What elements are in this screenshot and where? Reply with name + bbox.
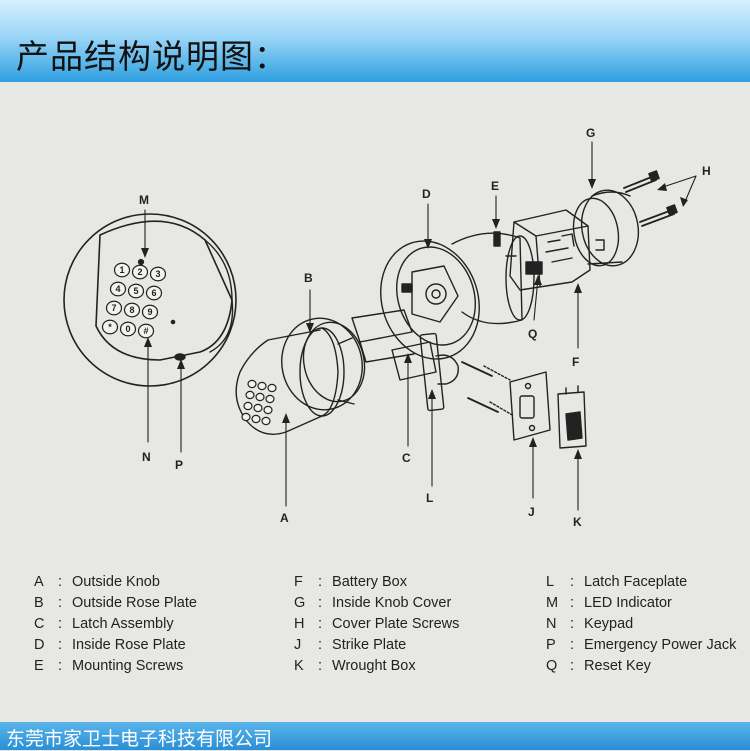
keypad-key [137,323,155,339]
legend-row: N: Keypad [546,616,634,632]
legend-row: Q: Reset Key [546,658,651,674]
diagram-paper [0,82,750,722]
legend-column-2: F: Battery Box G: Inside Knob Cover H: C… [294,572,459,677]
leader-lines [144,141,697,511]
legend-row: J: Strike Plate [294,637,407,653]
keypad-key [141,304,159,320]
keypad-key [253,403,263,413]
keypad-key-label: 0 [125,324,130,334]
keypad-key-label: 3 [155,269,160,279]
keypad-key-label: 2 [137,267,142,277]
keypad-key [123,302,141,318]
keypad-key-label: 9 [147,307,152,317]
battery-box [509,209,605,291]
parts-legend: A: Outside Knob B: Outside Rose Plate C:… [0,572,750,682]
keypad-key [109,281,127,297]
keypad-key-label: 8 [129,305,134,315]
callout-m: M [139,193,149,207]
keypad-key [243,401,253,411]
keypad-button-grid: 1 2 3 4 5 6 7 8 9 * 0 # [101,262,167,339]
keypad-key [241,412,251,422]
power-jack-hole [174,353,186,361]
keypad-key [105,300,123,316]
legend-row: L: Latch Faceplate [546,574,688,590]
keypad-key [255,392,265,402]
footer-banner: 东莞市家卫士电子科技有限公司 [0,722,750,750]
latch-assembly [391,332,459,412]
legend-row: G: Inside Knob Cover [294,595,452,611]
keypad-key [267,383,277,393]
legend-row: B: Outside Rose Plate [34,595,197,611]
keypad-key-label: * [108,322,112,332]
callout-n: N [142,450,151,464]
legend-row: D: Inside Rose Plate [34,637,186,653]
keypad-key-label: 1 [119,265,124,275]
wrought-box [557,385,587,449]
callout-a: A [280,511,289,525]
led-indicator-dot [137,258,145,266]
keypad-key-label: # [143,326,148,336]
page-title: 产品结构说明图： [16,37,288,76]
keypad-key [263,405,273,415]
inside-knob-cover [572,189,640,267]
keypad-closeup: 1 2 3 4 5 6 7 8 9 * 0 # [63,213,237,387]
callout-b: B [304,271,313,285]
legend-row: E: Mounting Screws [34,658,184,674]
legend-row: M: LED Indicator [546,595,672,611]
keypad-key [265,394,275,404]
keypad-key [131,264,149,280]
legend-column-1: A: Outside Knob B: Outside Rose Plate C:… [34,572,197,677]
keypad-key [247,379,257,389]
legend-column-3: L: Latch Faceplate M: LED Indicator N: K… [546,572,736,677]
outside-rose-plate [281,317,366,411]
inside-knob-body [451,232,535,325]
callout-e: E [491,179,499,193]
legend-row: P: Emergency Power Jack [546,637,737,653]
legend-row: C: Latch Assembly [34,616,174,632]
inside-rose-plate [380,240,480,360]
keypad-key [101,319,119,335]
callout-l: L [426,491,433,505]
callout-f: F [572,355,579,369]
legend-row: F: Battery Box [294,574,407,590]
keypad-key-label: 6 [151,288,156,298]
keypad-key [119,321,137,337]
callout-j: J [528,505,535,519]
keypad-key [261,416,271,426]
company-name: 东莞市家卫士电子科技有限公司 [6,728,273,750]
callout-h: H [702,164,711,178]
cover-plate-screws [623,170,678,227]
keypad-key [145,285,163,301]
callout-labels: M B D E G H Q F C L J K N P A [139,126,711,529]
keypad-key [127,283,145,299]
keypad-key [257,381,267,391]
legend-row: H: Cover Plate Screws [294,616,460,632]
outside-knob [235,327,355,435]
keypad-key [245,390,255,400]
callout-k: K [573,515,582,529]
callout-p: P [175,458,183,472]
knob-keypad [241,379,277,426]
strike-plate [509,371,551,441]
callout-c: C [402,451,411,465]
legend-row: K: Wrought Box [294,658,416,674]
callout-q: Q [528,327,537,341]
keypad-key [113,262,131,278]
keypad-key-label: 7 [111,303,116,313]
keypad-key [251,414,261,424]
faceplate-screws [461,361,515,417]
mounting-screws [493,231,517,257]
keypad-key-label: 5 [133,286,138,296]
keypad-key-label: 4 [115,284,120,294]
header-banner: 产品结构说明图： [0,0,750,82]
callout-g: G [586,126,595,140]
callout-d: D [422,187,431,201]
legend-row: A: Outside Knob [34,574,160,590]
keypad-key [149,266,167,282]
